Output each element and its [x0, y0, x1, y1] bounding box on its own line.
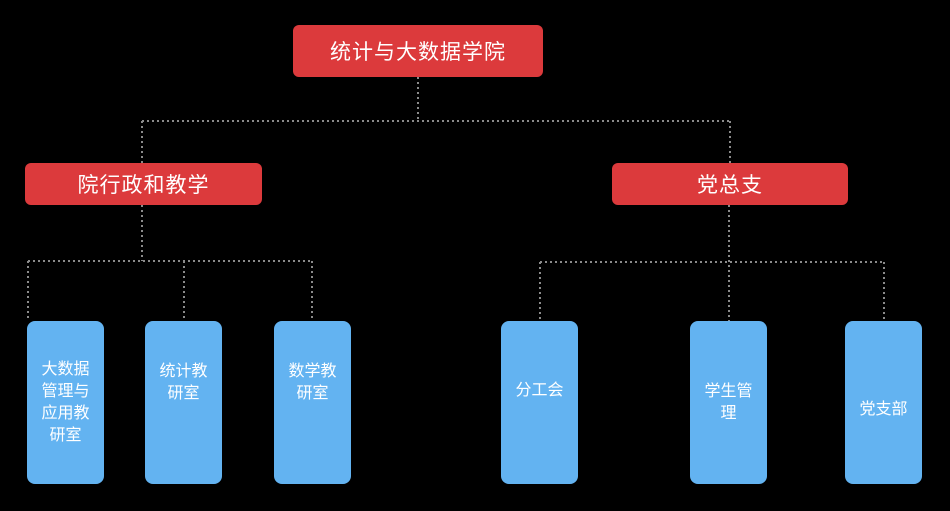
node-admin-teaching: 院行政和教学 — [25, 163, 262, 205]
node-student-management-label: 学生管理 — [704, 382, 753, 422]
node-party-general-branch: 党总支 — [612, 163, 848, 205]
node-statistics-office-label: 统计教研室 — [159, 362, 208, 402]
node-union: 分工会 — [501, 321, 578, 484]
node-bigdata-office-label: 大数据管理与应用教研室 — [41, 360, 90, 444]
node-party-general-branch-label: 党总支 — [697, 174, 763, 197]
node-math-office: 数学教研室 — [274, 321, 351, 484]
node-party-branch: 党支部 — [845, 321, 922, 484]
node-statistics-office: 统计教研室 — [145, 321, 222, 484]
node-party-branch-label: 党支部 — [859, 400, 908, 418]
node-bigdata-office: 大数据管理与应用教研室 — [27, 321, 104, 484]
node-math-office-label: 数学教研室 — [288, 362, 337, 402]
node-school-root-label: 统计与大数据学院 — [330, 41, 506, 64]
node-union-label: 分工会 — [515, 381, 564, 399]
node-school-root: 统计与大数据学院 — [293, 25, 543, 77]
node-student-management: 学生管理 — [690, 321, 767, 484]
node-admin-teaching-label: 院行政和教学 — [77, 174, 210, 197]
